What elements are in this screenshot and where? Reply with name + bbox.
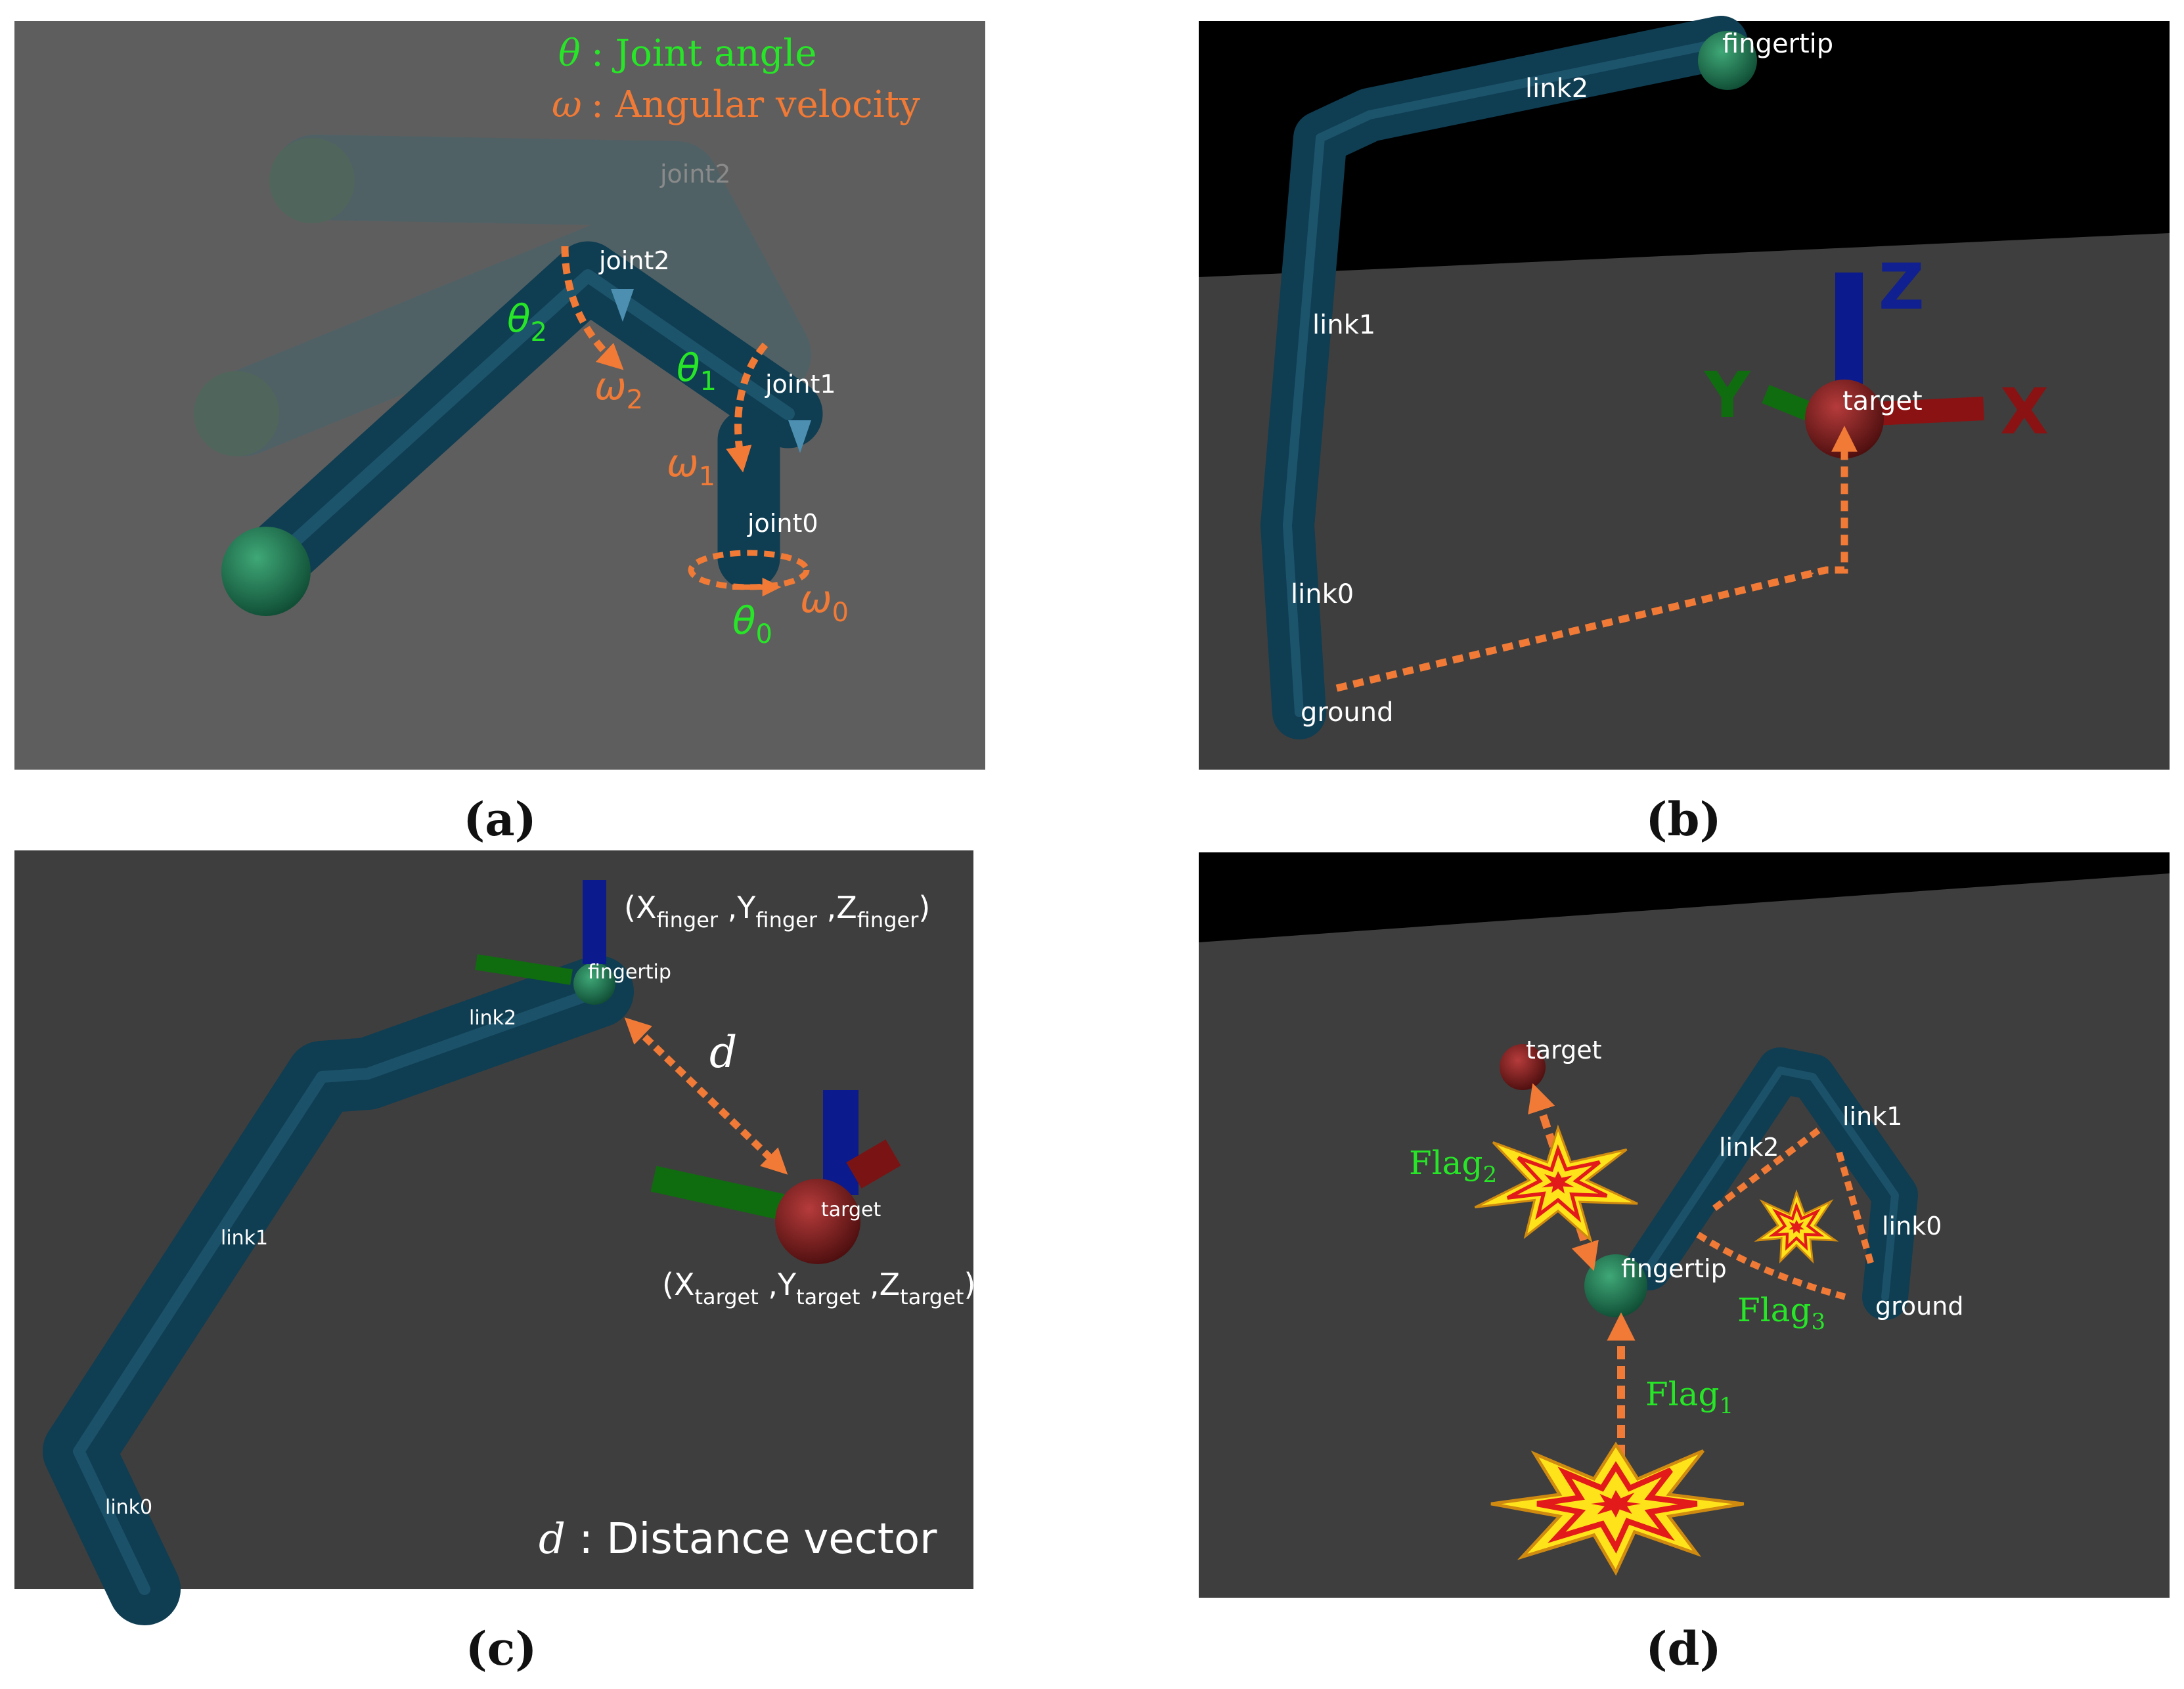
theta0-label: θ0 (732, 598, 772, 649)
target-y-axis-c (650, 1166, 791, 1221)
joint1-label: joint1 (765, 370, 836, 399)
flag3-label: Flag3 (1737, 1291, 1825, 1335)
target-sphere-d (1500, 1044, 1546, 1090)
explosion-flag3 (1754, 1189, 1839, 1264)
ghost-arm (194, 135, 811, 456)
ghost-joint2-label: joint2 (659, 160, 731, 188)
omega0-label: ω0 (800, 577, 849, 628)
joint2-label: joint2 (598, 246, 670, 275)
x-axis-label: X (2000, 375, 2049, 449)
z-axis-label: Z (1879, 250, 1925, 324)
legend-omega-symbol: ω (552, 83, 582, 126)
target-sphere (1805, 380, 1884, 458)
fingertip-sphere-c (573, 963, 615, 1005)
panel-d: target link1 link2 link0 fingertip groun… (1199, 852, 2170, 1676)
explosion-flag1 (1490, 1441, 1745, 1576)
link0-label-d: link0 (1882, 1212, 1942, 1240)
finger-coordinate: (Xfinger ,Yfinger ,Zfinger) (624, 890, 930, 932)
link2-label-b: link2 (1525, 74, 1588, 104)
link2-label-d: link2 (1719, 1133, 1779, 1162)
explosion-flag2 (1474, 1124, 1638, 1244)
ground-to-target-arrow (1335, 426, 1858, 692)
fingertip-sphere (1698, 31, 1757, 90)
link1-label-c: link1 (221, 1227, 268, 1250)
panel-a: θ : Joint angle ω : Angular velocity joi… (14, 21, 985, 846)
panel-c: fingertip link2 link1 link0 target d (Xf… (14, 850, 975, 1676)
link2-label-c: link2 (469, 1007, 516, 1030)
robot-arm-b (1260, 16, 1757, 739)
ground-label-d: ground (1875, 1292, 1963, 1321)
target-sphere-c (775, 1179, 860, 1264)
finger-y-axis (475, 954, 573, 985)
theta2-label: θ2 (507, 296, 547, 347)
theta0-ellipse (688, 550, 810, 590)
fingertip-sphere-d (1584, 1254, 1647, 1317)
target-label-b: target (1842, 386, 1923, 416)
fingertip-label-b: fingertip (1722, 29, 1833, 59)
flag2-label: Flag2 (1409, 1144, 1497, 1188)
theta1-label: θ1 (677, 345, 717, 397)
panel-b: fingertip link2 link1 link0 ground targe… (1199, 16, 2170, 846)
caption-d: (d) (1645, 1621, 1721, 1676)
omega2-label: ω2 (594, 364, 643, 415)
panel-b-floor (1199, 233, 2170, 770)
theta1-arc (726, 342, 769, 473)
robot-arm-c (43, 955, 634, 1625)
target-coordinate: (Xtarget ,Ytarget ,Ztarget) (662, 1267, 975, 1309)
link0-label-b: link0 (1291, 579, 1354, 609)
robot-arm-d (1500, 1044, 1918, 1320)
joint0-label: joint0 (747, 509, 818, 538)
distance-label: d (709, 1027, 737, 1078)
link1-label-d: link1 (1842, 1102, 1902, 1131)
theta2-arc (561, 246, 624, 370)
legend-theta-symbol: θ (558, 32, 581, 75)
distance-legend: d : Distance vector (539, 1515, 937, 1564)
omega1-label: ω1 (667, 441, 715, 492)
link0-label-c: link0 (105, 1496, 152, 1519)
legend-omega-text: : Angular velocity (591, 83, 920, 126)
distance-arrow (624, 1017, 788, 1175)
target-label-d: target (1526, 1036, 1602, 1064)
caption-c: (c) (466, 1621, 537, 1676)
link1-label-b: link1 (1312, 310, 1375, 340)
self-collision-boundary (1696, 1127, 1875, 1300)
caption-b: (b) (1645, 792, 1721, 846)
robot-arm-a (221, 241, 823, 616)
target-x-axis (1875, 397, 1984, 426)
target-label-c: target (821, 1198, 881, 1221)
fingertip-label-d: fingertip (1621, 1254, 1727, 1283)
end-effector-sphere (221, 527, 311, 616)
flag1-label: Flag1 (1645, 1375, 1733, 1419)
caption-a: (a) (463, 792, 537, 846)
fingertip-label-c: fingertip (588, 961, 671, 984)
target-x-axis-c (846, 1139, 901, 1189)
legend-theta-text: : Joint angle (591, 32, 816, 75)
ground-label-b: ground (1301, 697, 1394, 728)
y-axis-label: Y (1704, 359, 1751, 432)
